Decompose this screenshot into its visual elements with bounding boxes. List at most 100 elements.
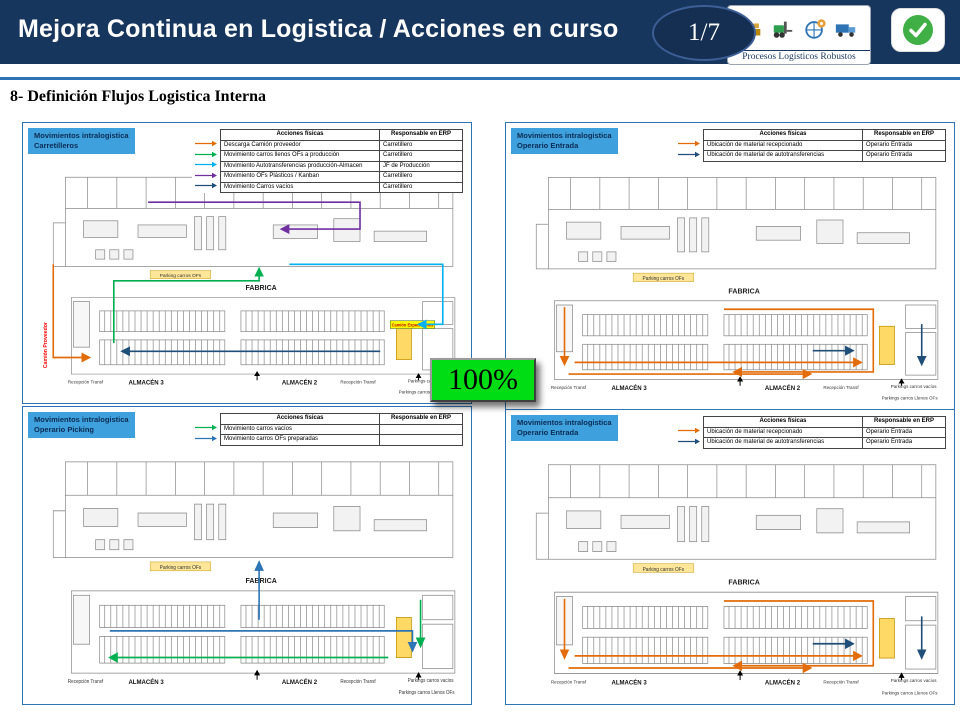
panel-title-badge: Movimientos intralogistica Operario Pick…: [28, 412, 135, 438]
recepcion-transf-left-label: Recepción Transf: [551, 679, 587, 685]
flow-arrows: [52, 201, 444, 363]
page-number: 1/7: [688, 19, 720, 46]
panel-title-line2: Carretilleros: [34, 140, 79, 150]
almacen-2-label: ALMACÉN 2: [765, 384, 801, 392]
parking-ofs-label: Parking carros OFs: [643, 567, 685, 573]
parking-llenos-label: Parkings carros Llenos OFs: [882, 690, 938, 696]
legend-arrow-cell: [675, 437, 704, 448]
legend-responsible: JF de Producción: [379, 160, 463, 172]
legend-arrow-cell: [192, 434, 221, 445]
legend-action: Ubicación de material de autotransferenc…: [703, 437, 863, 449]
legend-action: Ubicación de material de autotransferenc…: [703, 150, 863, 162]
parking-vacios-label: Parkings carros vacíos: [891, 678, 937, 684]
page-number-badge: 1/7: [652, 5, 756, 61]
flow-arrow-icon: [678, 438, 700, 444]
panel-title-line1: Movimientos intralogistica: [34, 415, 129, 424]
flow-arrows: [559, 598, 927, 674]
slide-title: Mejora Continua en Logistica / Acciones …: [18, 15, 619, 43]
flow-panel: Movimientos intralogistica Operario Entr…: [505, 409, 955, 705]
parking-llenos-label: Parkings carros Llenos OFs: [882, 395, 939, 400]
legend-responsible: Carretillero: [379, 181, 463, 193]
legend-arrow-header: [192, 129, 221, 140]
legend-header-row: Acciones físicas Responsable en ERP: [192, 129, 463, 141]
panel-title-badge: Movimientos intralogistica Carretilleros: [28, 128, 135, 154]
legend-arrow-header: [192, 413, 221, 424]
parking-vacios-label: Parkings carros vacíos: [891, 384, 938, 389]
flow-arrow-icon: [195, 151, 217, 157]
plan-base: [52, 461, 456, 680]
factory-outline: [548, 177, 937, 270]
flow-arrow: [148, 201, 361, 235]
legend-table: Acciones físicas Responsable en ERP Movi…: [192, 413, 463, 446]
flow-arrows: [108, 560, 426, 663]
legend-responsible: Operario Entrada: [862, 150, 946, 162]
truck-icon: [836, 24, 856, 37]
legend-responsible: [379, 423, 463, 435]
recepcion-transf-right-label: Recepción Transf: [823, 679, 859, 685]
parking-ofs-label: Parking carros OFs: [160, 565, 202, 571]
legend-header-actions: Acciones físicas: [703, 129, 863, 141]
legend-arrow-cell: [192, 424, 221, 435]
flow-arrow: [723, 600, 875, 672]
forklift-icon: [773, 21, 793, 38]
factory-outline: [548, 464, 937, 560]
recepcion-transf-right-label: Recepción Transf: [823, 385, 859, 390]
recepcion-transf-left-label: Recepción Transf: [68, 379, 104, 384]
fabrica-label: FABRICA: [245, 284, 276, 292]
fabrica-label: FABRICA: [728, 577, 760, 586]
flow-arrow: [723, 308, 875, 378]
panel-title-line1: Movimientos intralogistica: [34, 131, 129, 140]
legend-arrow-cell: [675, 427, 704, 438]
legend-arrow-cell: [192, 161, 221, 172]
legend-row: Movimiento carros llenos OFs a producció…: [192, 150, 463, 162]
legend-table: Acciones físicas Responsable en ERP Desc…: [192, 129, 463, 193]
flow-arrow: [289, 263, 444, 330]
almacen-3-label: ALMACÉN 3: [611, 384, 647, 392]
camion-proveedor-label: Camión Proveedor: [43, 322, 49, 368]
section-heading: 8- Definición Flujos Logistica Interna: [10, 88, 266, 105]
parking-ofs-label: Parking carros OFs: [643, 276, 685, 282]
legend-action: Ubicación de material recepcionado: [703, 426, 863, 438]
legend-action: Ubicación de material recepcionado: [703, 139, 863, 151]
legend-header-responsible: Responsable en ERP: [862, 416, 946, 428]
legend-row: Ubicación de material de autotransferenc…: [675, 150, 946, 162]
flow-arrow-icon: [195, 182, 217, 189]
legend-arrow-cell: [192, 182, 221, 193]
flow-arrows: [559, 307, 927, 380]
globe-gear-icon: [805, 19, 826, 39]
almacen-2-label: ALMACÉN 2: [282, 378, 318, 386]
camion-expediciones-label: Camión Expediciones: [392, 322, 435, 327]
legend-arrow-cell: [675, 150, 704, 161]
flow-arrow-icon: [195, 140, 217, 147]
legend-header-row: Acciones físicas Responsable en ERP: [675, 416, 946, 428]
flow-panel: Movimientos intralogistica Operario Pick…: [22, 406, 472, 705]
legend-arrow-cell: [192, 150, 221, 161]
flow-arrow-icon: [195, 172, 217, 178]
plan-base: [535, 177, 939, 386]
legend-header-responsible: Responsable en ERP: [862, 129, 946, 141]
flow-arrow-icon: [678, 140, 700, 147]
warehouse-outline: [71, 590, 456, 674]
fabrica-label: FABRICA: [245, 576, 277, 585]
factory-outline: [65, 461, 454, 558]
parking-llenos-label: Parkings carros Llenos OFs: [399, 390, 456, 395]
flow-arrow: [109, 629, 418, 653]
legend-row: Movimiento Autotransferencias producción…: [192, 160, 463, 172]
legend-header-row: Acciones físicas Responsable en ERP: [675, 129, 946, 141]
legend-table: Acciones físicas Responsable en ERP Ubic…: [675, 129, 946, 162]
legend-header-responsible: Responsable en ERP: [379, 413, 463, 425]
legend-action: Movimiento carros OFs preparadas: [220, 434, 380, 446]
legend-responsible: Operario Entrada: [862, 426, 946, 438]
legend-responsible: Operario Entrada: [862, 139, 946, 151]
